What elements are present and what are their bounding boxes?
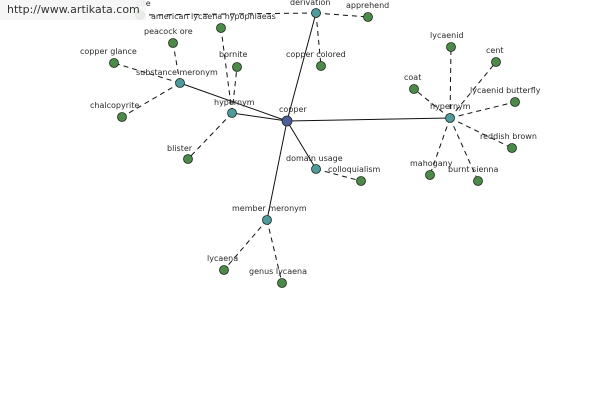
node-label-copper-glance[interactable]: copper glance (80, 47, 137, 56)
node-label-coat[interactable]: coat (404, 73, 421, 82)
edge-member-meronym-genus-lycaena (266, 219, 283, 284)
node-label-hypernym-left[interactable]: hypernym (214, 98, 255, 107)
node-lycaena[interactable] (219, 265, 229, 275)
node-label-lycaenid-butterfly[interactable]: lycaenid butterfly (470, 86, 541, 95)
node-member-meronym[interactable] (262, 215, 272, 225)
node-hypernym-right[interactable] (445, 113, 455, 123)
node-peacock-ore[interactable] (168, 38, 178, 48)
watermark-url[interactable]: http://www.artikata.com (0, 0, 146, 20)
edge-derivation-apprehend (315, 12, 369, 18)
node-label-member-meronym[interactable]: member meronym (232, 204, 307, 213)
edge-copper-hypernym-left (231, 112, 288, 122)
edge-hypernym-right-lycaenid-butterfly (449, 101, 516, 119)
node-label-copper[interactable]: copper (279, 105, 307, 114)
node-genus-lycaena[interactable] (277, 278, 287, 288)
node-mahogany[interactable] (425, 170, 435, 180)
node-copper-colored[interactable] (316, 61, 326, 71)
edge-hypernym-right-mahogany (429, 117, 451, 176)
node-chalcopyrite[interactable] (117, 112, 127, 122)
edge-domain-usage-colloquialism (315, 168, 362, 182)
node-bornite[interactable] (232, 62, 242, 72)
node-label-mahogany[interactable]: mahogany (410, 159, 453, 168)
node-cent[interactable] (491, 57, 501, 67)
edge-hypernym-right-cent (449, 61, 497, 119)
edge-hypernym-right-burnt-sienna (449, 117, 479, 182)
node-copper[interactable] (281, 115, 293, 127)
node-burnt-sienna[interactable] (473, 176, 483, 186)
edges-layer (113, 12, 516, 284)
edge-substance-meronym-chalcopyrite (121, 82, 181, 118)
edge-hypernym-right-lycaenid-top (449, 46, 452, 119)
node-colloquialism[interactable] (356, 176, 366, 186)
node-label-bornite[interactable]: bornite (219, 50, 248, 59)
node-substance-meronym[interactable] (175, 78, 185, 88)
node-label-apprehend[interactable]: apprehend (346, 1, 389, 10)
node-label-blister[interactable]: blister (167, 144, 193, 153)
node-coat[interactable] (409, 84, 419, 94)
edge-hypernym-left-blister (187, 112, 233, 160)
node-copper-glance[interactable] (109, 58, 119, 68)
node-label-derivation[interactable]: derivation (290, 0, 330, 7)
edge-hypernym-left-bornite (231, 66, 238, 114)
node-label-cent[interactable]: cent (486, 46, 504, 55)
node-label-genus-lycaena[interactable]: genus lycaena (249, 267, 307, 276)
node-label-peacock-ore[interactable]: peacock ore (144, 27, 193, 36)
edge-copper-domain-usage (286, 120, 317, 170)
node-label-copper-colored[interactable]: copper colored (286, 50, 346, 59)
node-apprehend[interactable] (363, 12, 373, 22)
edge-substance-meronym-peacock-ore (172, 42, 181, 84)
node-reddish-brown[interactable] (507, 143, 517, 153)
node-blister[interactable] (183, 154, 193, 164)
edge-substance-meronym-copper-glance (113, 62, 181, 84)
node-label-hypernym-right[interactable]: hypernym (430, 102, 471, 111)
edge-derivation-cite (139, 12, 317, 16)
node-label-american-lycaena-hypophlaeas[interactable]: american lycaena hypophlaeas (151, 12, 276, 21)
node-domain-usage[interactable] (311, 164, 321, 174)
edge-copper-member-meronym (266, 120, 288, 221)
node-label-reddish-brown[interactable]: reddish brown (480, 132, 537, 141)
node-lycaenid-top[interactable] (446, 42, 456, 52)
node-hypernym-left[interactable] (227, 108, 237, 118)
nodes-layer (109, 8, 520, 288)
node-label-colloquialism[interactable]: colloquialism (328, 165, 381, 174)
edge-member-meronym-lycaena (223, 219, 268, 271)
node-label-domain-usage[interactable]: domain usage (286, 154, 343, 163)
node-american-lycaena-hypophlaeas[interactable] (216, 23, 226, 33)
node-label-chalcopyrite[interactable]: chalcopyrite (90, 101, 139, 110)
node-label-substance-meronym[interactable]: substance meronym (136, 68, 218, 77)
edge-copper-derivation (286, 12, 317, 122)
node-label-burnt-sienna[interactable]: burnt sienna (448, 165, 499, 174)
node-lycaenid-butterfly[interactable] (510, 97, 520, 107)
edge-hypernym-right-reddish-brown (449, 117, 513, 149)
node-label-lycaenid-top[interactable]: lycaenid (430, 31, 464, 40)
edge-hypernym-right-coat (413, 88, 451, 119)
node-derivation[interactable] (311, 8, 321, 18)
node-label-lycaena[interactable]: lycaena (207, 254, 238, 263)
edge-copper-hypernym-right (286, 117, 451, 122)
labels-layer: copper derivation hypernym substance merony… (80, 0, 541, 276)
